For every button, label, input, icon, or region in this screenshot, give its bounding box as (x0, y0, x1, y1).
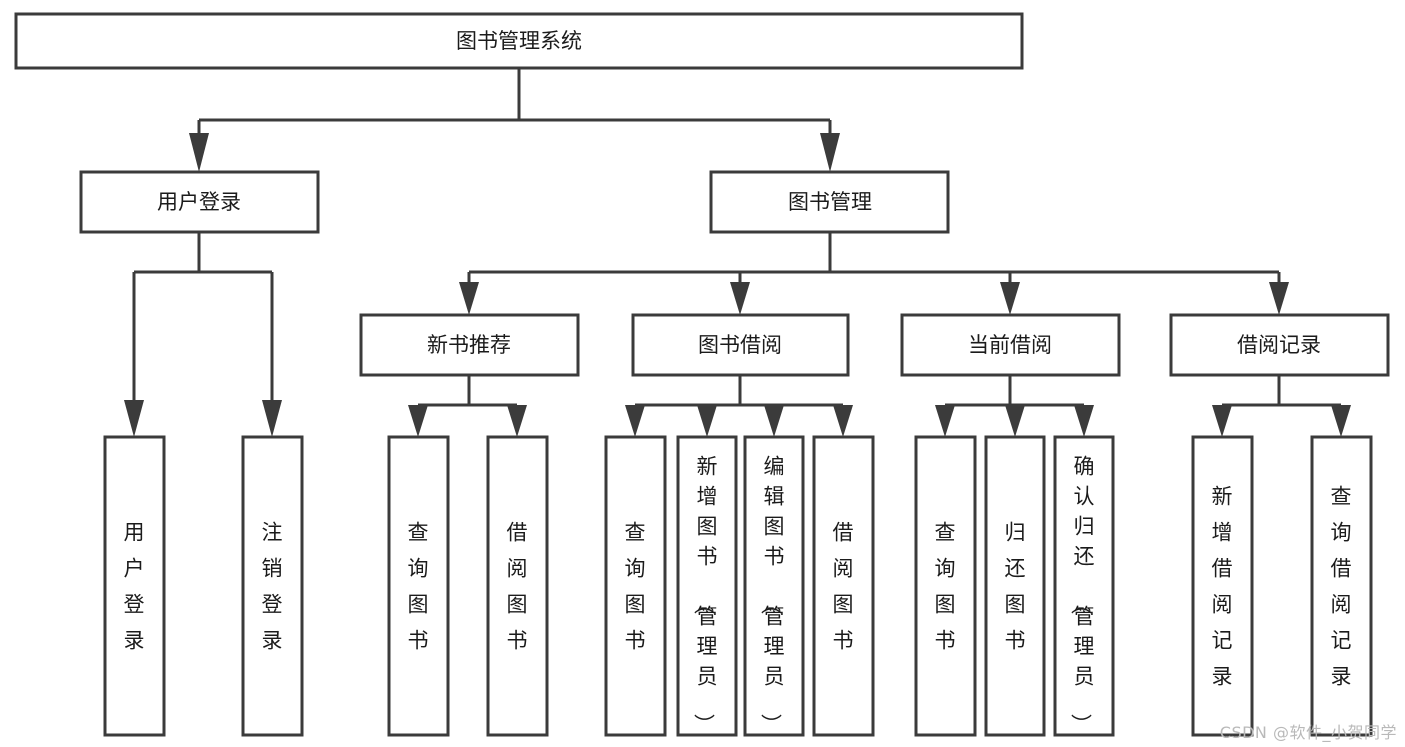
node-book-manage-box[interactable] (709, 170, 950, 234)
leaf-node-borrow-book-2-box[interactable] (812, 435, 875, 737)
node-new-book-recommend-box[interactable] (359, 313, 580, 377)
leaf-node-edit-book-label: 编辑图书（管理员） (759, 454, 785, 734)
leaf-node-query-book-1[interactable]: 查询图书 (387, 435, 450, 737)
leaf-node-add-record-label: 新增借阅记录 (1212, 484, 1233, 688)
node-book-borrow-box[interactable] (631, 313, 850, 377)
node-borrow-record-label: 借阅记录 (1237, 333, 1321, 357)
leaf-node-query-record-label: 查询借阅记录 (1331, 484, 1352, 688)
leaf-node-return-book-label: 归还图书 (1005, 520, 1026, 652)
leaf-node-query-book-3[interactable]: 查询图书 (914, 435, 977, 737)
leaf-node-edit-book[interactable]: 编辑图书（管理员） (743, 435, 805, 737)
node-root-label: 图书管理系统 (456, 29, 582, 53)
leaf-node-edit-book-box[interactable] (743, 435, 805, 737)
node-book-manage[interactable]: 图书管理 (709, 170, 950, 234)
leaf-node-borrow-book-1[interactable]: 借阅图书 (486, 435, 549, 737)
leaf-node-add-book-box[interactable] (676, 435, 738, 737)
leaf-node-query-book-2-box[interactable] (604, 435, 667, 737)
leaf-node-add-record[interactable]: 新增借阅记录 (1191, 435, 1254, 737)
leaf-node-user-login-box[interactable] (103, 435, 166, 737)
node-book-borrow-label: 图书借阅 (698, 333, 782, 357)
arrow-head-leaf-logout-login (262, 400, 282, 437)
node-new-book-recommend[interactable]: 新书推荐 (359, 313, 580, 377)
node-book-borrow[interactable]: 图书借阅 (631, 313, 850, 377)
node-borrow-record-box[interactable] (1169, 313, 1390, 377)
node-root[interactable]: 图书管理系统 (14, 12, 1024, 70)
leaf-node-query-record[interactable]: 查询借阅记录 (1310, 435, 1373, 737)
leaf-node-logout-login-label: 注销登录 (262, 520, 283, 652)
arrow-head-current-borrow (1000, 282, 1020, 315)
leaf-node-user-login-label: 用户登录 (124, 520, 145, 652)
arrow-head-new-book-recommend (459, 282, 479, 315)
arrow-head-book-manage (820, 133, 840, 172)
leaf-node-borrow-book-2-label: 借阅图书 (833, 520, 854, 652)
leaf-node-query-book-2[interactable]: 查询图书 (604, 435, 667, 737)
node-current-borrow[interactable]: 当前借阅 (900, 313, 1121, 377)
arrow-head-user-login (189, 133, 209, 172)
arrow-head-leaf-query-book-3 (935, 405, 955, 437)
leaf-node-borrow-book-2[interactable]: 借阅图书 (812, 435, 875, 737)
node-root-box[interactable] (14, 12, 1024, 70)
leaf-node-query-book-3-box[interactable] (914, 435, 977, 737)
leaf-node-add-record-box[interactable] (1191, 435, 1254, 737)
leaf-layer: 用户登录 注销登录 查询图书 借阅图书 查询图书 新增图书 (103, 435, 1373, 737)
node-user-login-label: 用户登录 (157, 190, 241, 214)
node-current-borrow-label: 当前借阅 (968, 333, 1052, 357)
arrow-head-leaf-query-record (1331, 405, 1351, 437)
node-current-borrow-box[interactable] (900, 313, 1121, 377)
arrow-head-leaf-return-book (1005, 405, 1025, 437)
node-user-login-box[interactable] (79, 170, 320, 234)
leaf-node-query-book-1-label: 查询图书 (408, 520, 429, 652)
leaf-node-borrow-book-1-label: 借阅图书 (507, 520, 528, 652)
leaf-node-confirm-return-box[interactable] (1053, 435, 1115, 737)
leaf-node-confirm-return[interactable]: 确认归还（管理员） (1053, 435, 1115, 737)
arrow-head-book-borrow (730, 282, 750, 315)
leaf-node-borrow-book-1-box[interactable] (486, 435, 549, 737)
leaf-node-return-book[interactable]: 归还图书 (984, 435, 1046, 737)
leaf-node-add-book-label: 新增图书（管理员） (692, 454, 718, 734)
node-new-book-recommend-label: 新书推荐 (427, 333, 511, 357)
leaf-node-add-book[interactable]: 新增图书（管理员） (676, 435, 738, 737)
node-borrow-record[interactable]: 借阅记录 (1169, 313, 1390, 377)
leaf-node-logout-login-box[interactable] (241, 435, 304, 737)
arrow-head-leaf-confirm-return (1074, 405, 1094, 437)
node-book-manage-label: 图书管理 (788, 190, 872, 214)
leaf-node-logout-login[interactable]: 注销登录 (241, 435, 304, 737)
arrow-head-borrow-record (1269, 282, 1289, 315)
leaf-node-user-login[interactable]: 用户登录 (103, 435, 166, 737)
node-user-login[interactable]: 用户登录 (79, 170, 320, 234)
arrow-head-leaf-borrow-book-2 (833, 405, 853, 437)
arrow-head-leaf-add-record (1212, 405, 1232, 437)
leaf-node-query-book-1-box[interactable] (387, 435, 450, 737)
arrow-head-leaf-query-book-2 (625, 405, 645, 437)
leaf-node-query-book-2-label: 查询图书 (625, 520, 646, 652)
leaf-node-return-book-box[interactable] (984, 435, 1046, 737)
connector-layer (124, 68, 1351, 437)
leaf-node-confirm-return-label: 确认归还（管理员） (1069, 454, 1095, 734)
leaf-node-query-book-3-label: 查询图书 (935, 520, 956, 652)
leaf-node-query-record-box[interactable] (1310, 435, 1373, 737)
arrow-head-leaf-user-login (124, 400, 144, 437)
arrow-head-leaf-borrow-book-1 (507, 405, 527, 437)
arrow-head-leaf-edit-book (764, 405, 784, 437)
arrow-head-leaf-add-book (697, 405, 717, 437)
arrow-head-leaf-query-book-1 (408, 405, 428, 437)
